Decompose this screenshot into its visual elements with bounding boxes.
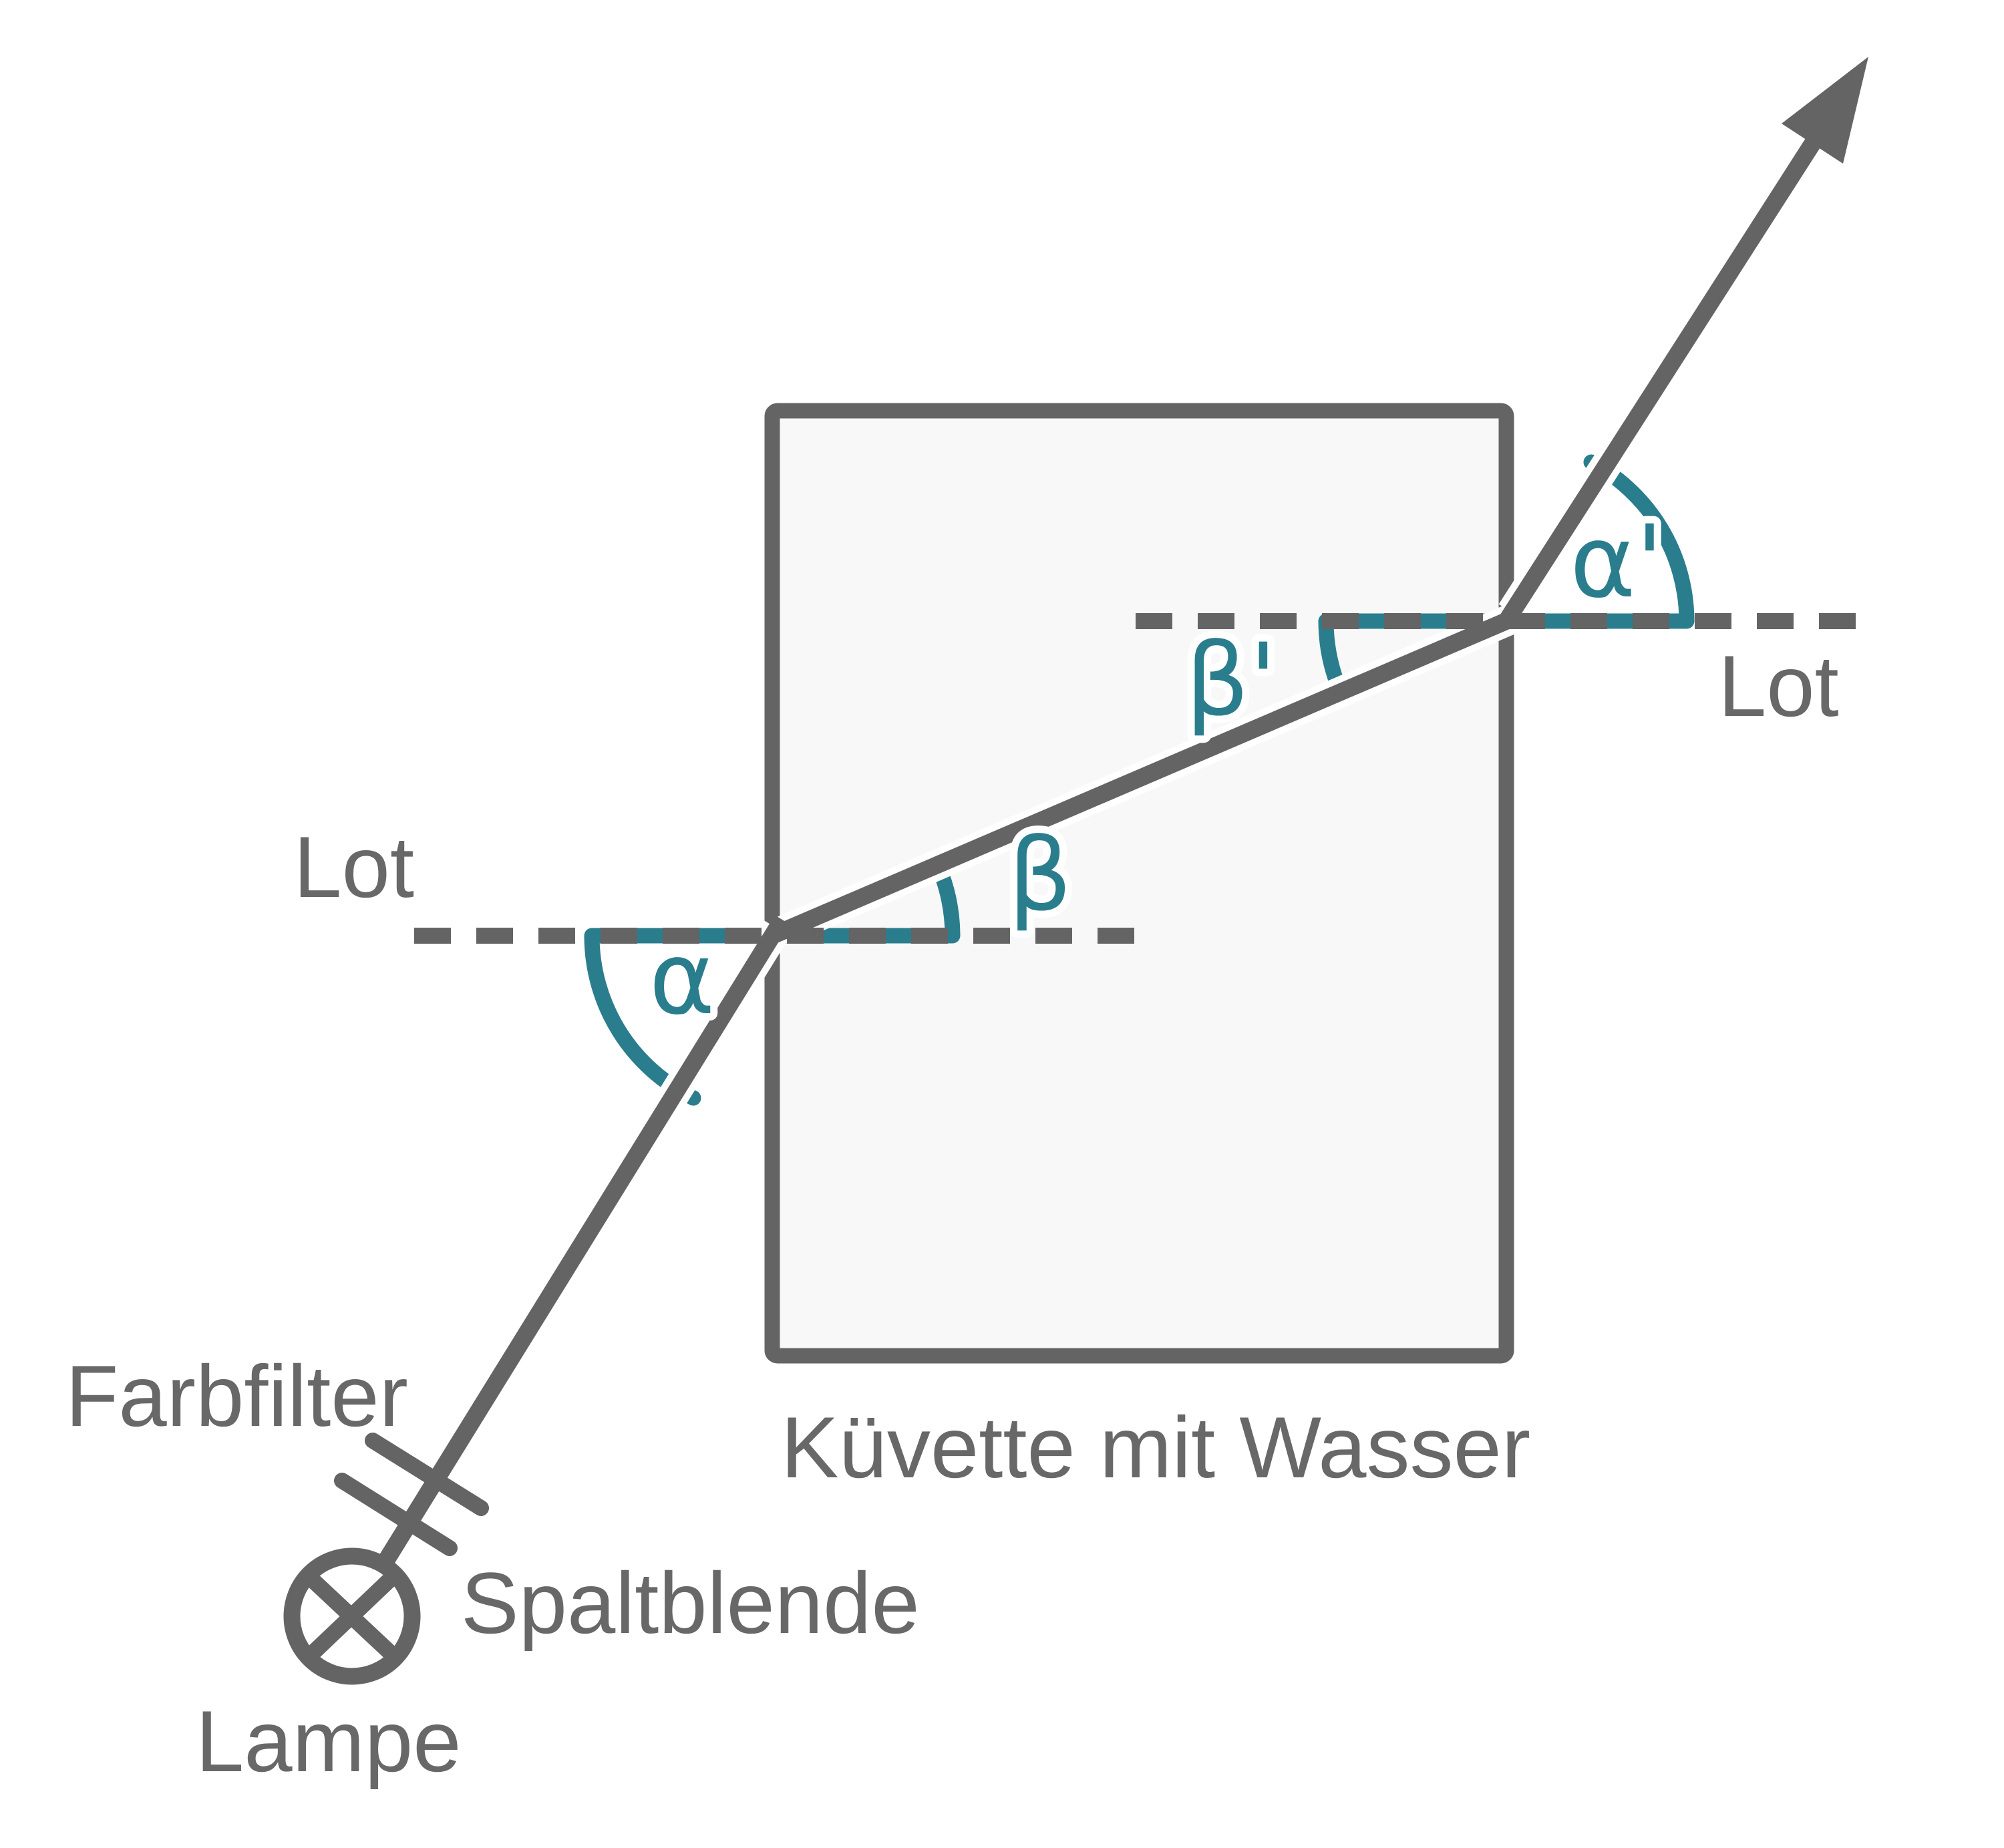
exit-ray bbox=[1499, 130, 1825, 626]
incident-ray bbox=[375, 915, 790, 1569]
alpha-prime-label: α' bbox=[1570, 504, 1663, 620]
beta-label: β bbox=[1008, 817, 1072, 934]
spaltblende-tick-icon bbox=[334, 1473, 458, 1556]
beta-prime-label: β' bbox=[1186, 622, 1277, 739]
farbfilter-tick-icon bbox=[365, 1433, 489, 1516]
refracted-ray bbox=[768, 606, 1526, 944]
kuevette-label: Küvette mit Wasser bbox=[781, 1399, 1530, 1496]
lot-right-label: Lot bbox=[1718, 637, 1839, 735]
spaltblende-label: Spaltblende bbox=[461, 1554, 920, 1652]
lampe-label: Lampe bbox=[196, 1692, 462, 1790]
alpha-label: α bbox=[649, 921, 715, 1037]
lot-left-label: Lot bbox=[293, 818, 414, 916]
arrowhead-icon bbox=[1782, 57, 1868, 164]
lamp-cross-stroke-2 bbox=[301, 1568, 401, 1665]
lamp-icon bbox=[283, 1547, 421, 1685]
farbfilter-label: Farbfilter bbox=[65, 1347, 408, 1445]
